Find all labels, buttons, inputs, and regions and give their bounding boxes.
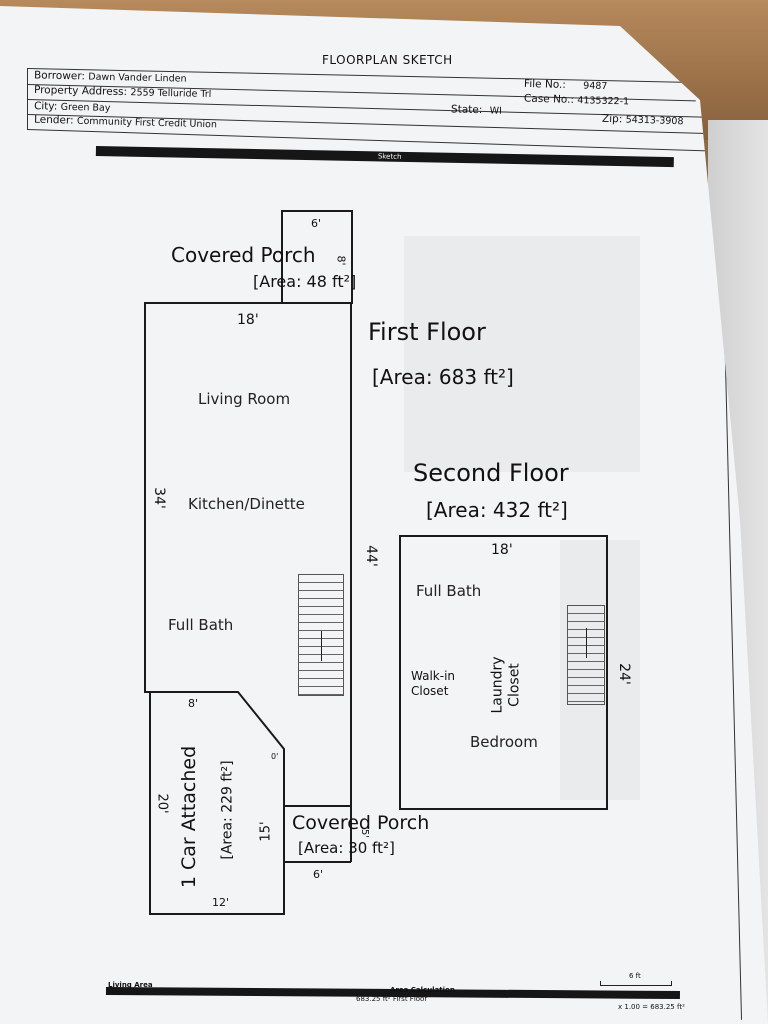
walkin-closet-label: Walk-in Closet	[411, 669, 455, 699]
first-floor-title: First Floor	[368, 318, 486, 346]
first-floor-wall	[144, 302, 351, 693]
garage-top-dim: 8'	[188, 697, 199, 710]
scale-bar	[600, 981, 672, 986]
garage-corner-dim: 0'	[271, 752, 279, 761]
footer-area-calc-value: 683.25 ft² First Floor	[356, 995, 428, 1003]
second-floor-stairs	[567, 605, 605, 705]
stairs-arrow-icon	[321, 631, 322, 661]
second-floor-bath-label: Full Bath	[416, 582, 482, 600]
porch-top-width-dim: 6'	[311, 217, 322, 230]
laundry-closet-line1: Laundry	[489, 656, 506, 714]
walkin-closet-line1: Walk-in	[411, 669, 456, 683]
garage-bottom-dim: 12'	[212, 896, 230, 909]
garage-left-dim: 20'	[154, 793, 170, 814]
bedroom-label: Bedroom	[470, 733, 538, 751]
porch-top-area: [Area: 48 ft²]	[253, 272, 357, 291]
second-floor-width-dim: 18'	[491, 542, 513, 558]
first-floor-bath-label: Full Bath	[168, 616, 234, 634]
second-floor-area: [Area: 432 ft²]	[426, 498, 568, 522]
garage-inner-dim: 15'	[258, 821, 274, 842]
scale-value: x 1.00 = 683.25 ft²	[618, 1003, 685, 1011]
garage-outline	[149, 691, 285, 915]
header-rule	[27, 68, 28, 130]
first-floor-area: [Area: 683 ft²]	[372, 365, 514, 389]
porch-bottom-area: [Area: 30 ft²]	[298, 839, 395, 857]
second-floor-right-dim: 24'	[615, 663, 632, 685]
walkin-closet-line2: Closet	[411, 684, 449, 698]
garage-area: [Area: 229 ft²]	[219, 760, 236, 860]
scale-label: 6 ft	[629, 972, 641, 980]
living-room-label: Living Room	[198, 390, 291, 408]
laundry-closet-line2: Closet	[506, 663, 523, 707]
porch-bottom-depth-dim: 5'	[359, 828, 371, 839]
second-floor-title: Second Floor	[413, 459, 569, 487]
footer-first-floor: First Floor	[108, 989, 143, 997]
stairs-arrow-icon	[586, 628, 587, 658]
second-floor-outline	[399, 535, 608, 810]
garage-title: 1 Car Attached	[178, 745, 201, 889]
porch-top-title: Covered Porch	[171, 243, 316, 267]
report-title: FLOORPLAN SKETCH	[322, 53, 453, 67]
first-floor-left-dim: 34'	[150, 487, 167, 509]
first-floor-width-dim: 18'	[237, 312, 259, 328]
first-floor-stairs	[298, 574, 344, 696]
porch-bottom-title: Covered Porch	[292, 812, 430, 834]
footer-living-area: Living Area	[108, 981, 153, 989]
porch-bottom-width-dim: 6'	[313, 868, 324, 881]
laundry-closet-label: Laundry Closet	[490, 656, 524, 713]
footer-area-calc-label: Area Calculation	[390, 986, 455, 994]
first-floor-right-dim: 44'	[362, 545, 379, 567]
kitchen-label: Kitchen/Dinette	[188, 495, 305, 513]
